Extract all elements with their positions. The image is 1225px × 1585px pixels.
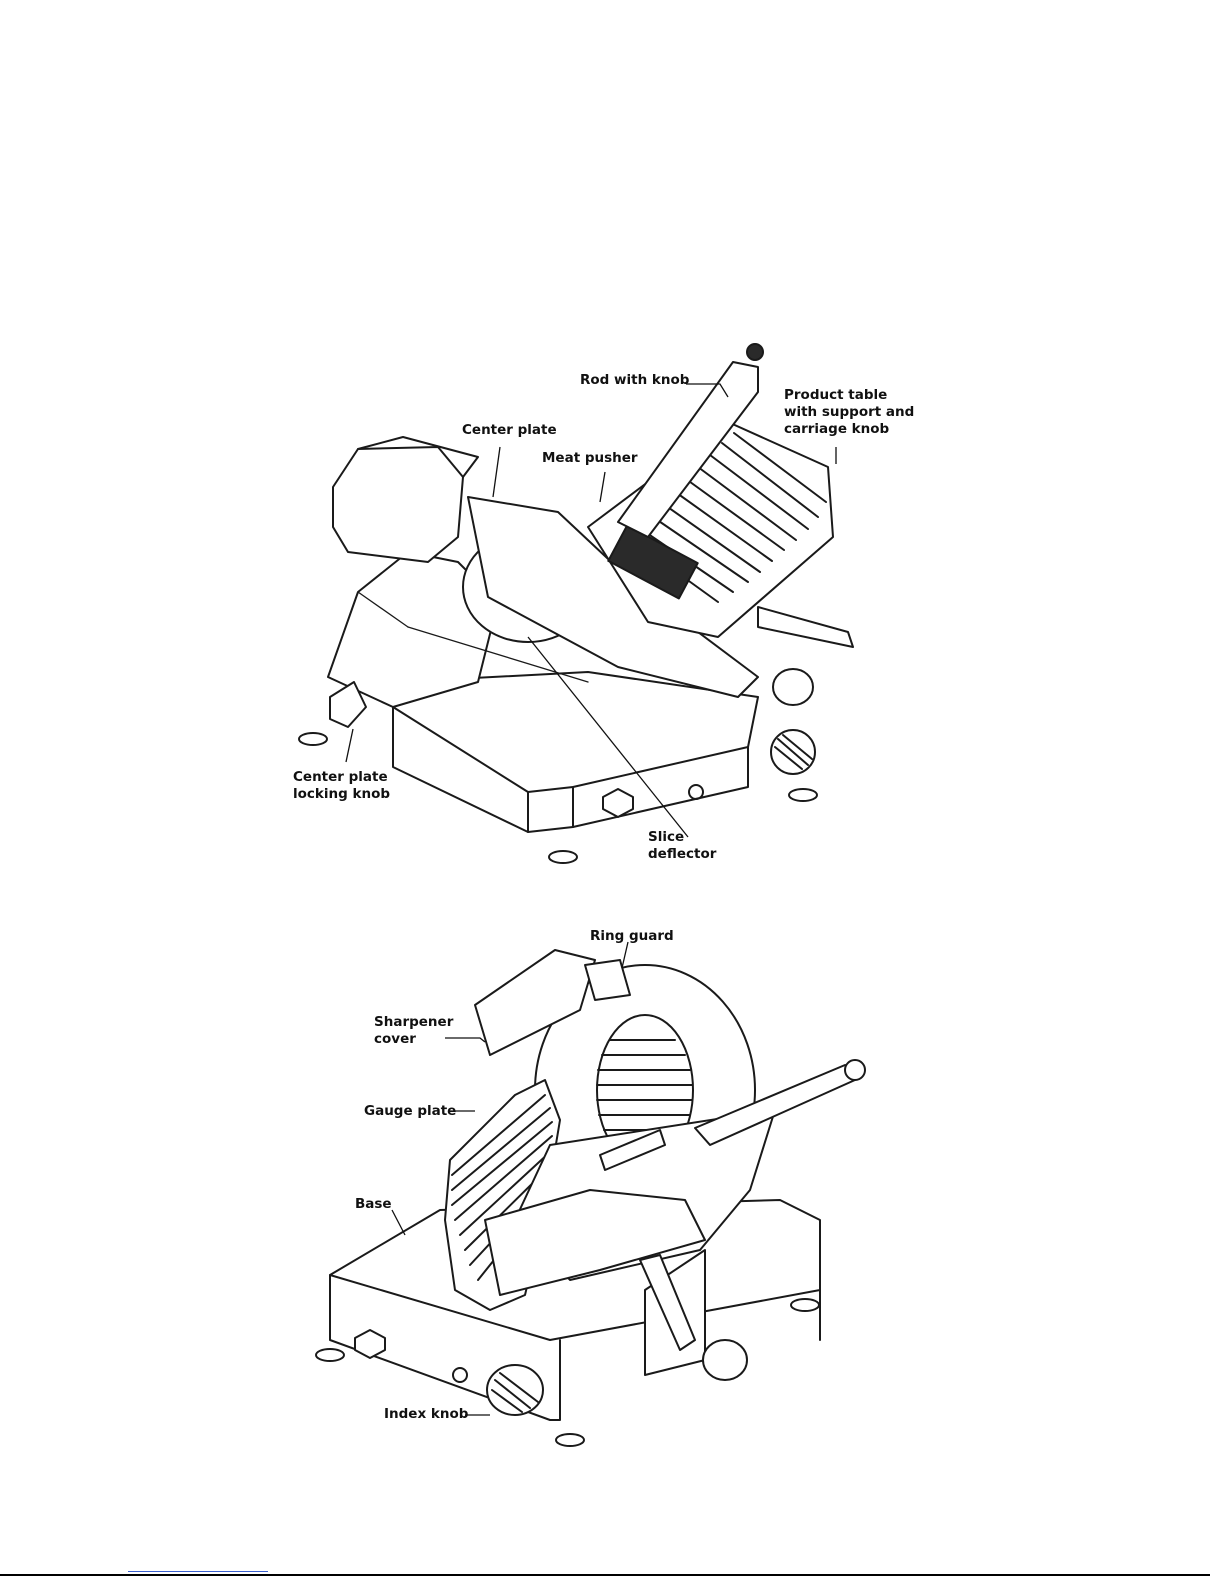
label-center-plate-locking-line1: Center plate <box>293 769 388 785</box>
label-product-table-line3: carriage knob <box>784 421 889 437</box>
label-slice-deflector-line2: deflector <box>648 846 716 862</box>
label-meat-pusher: Meat pusher <box>542 450 638 466</box>
rod-knob <box>845 1060 865 1080</box>
label-rod-with-knob: Rod with knob <box>580 372 689 388</box>
footer-rule <box>0 1574 1210 1576</box>
footnote-separator <box>128 1571 268 1572</box>
label-base: Base <box>355 1196 392 1212</box>
label-sharpener-cover-line2: cover <box>374 1031 416 1047</box>
slicer-front-view-diagram: Rod with knob Product table with support… <box>288 337 926 882</box>
index-knob-top <box>773 669 813 705</box>
slicer-rear-view-diagram: Ring guard Sharpener cover Gauge plate B… <box>300 920 904 1482</box>
label-center-plate: Center plate <box>462 422 557 438</box>
label-product-table-line1: Product table <box>784 387 887 403</box>
carriage-knob <box>703 1340 747 1380</box>
label-center-plate-locking-line2: locking knob <box>293 786 390 802</box>
label-ring-guard: Ring guard <box>590 928 674 944</box>
foot <box>299 733 327 745</box>
hex-bolt <box>603 789 633 817</box>
foot <box>549 851 577 863</box>
label-product-table-line2: with support and <box>784 404 914 420</box>
carriage-handle <box>758 607 853 647</box>
label-sharpener-cover-line1: Sharpener <box>374 1014 453 1030</box>
screw <box>453 1368 467 1382</box>
foot <box>556 1434 584 1446</box>
hex-bolt <box>355 1330 385 1358</box>
label-slice-deflector-line1: Slice <box>648 829 684 845</box>
foot <box>789 789 817 801</box>
sharpener-box <box>333 447 463 562</box>
rod-knob <box>747 344 763 360</box>
label-gauge-plate: Gauge plate <box>364 1103 456 1119</box>
screw <box>689 785 703 799</box>
foot <box>316 1349 344 1361</box>
label-index-knob: Index knob <box>384 1406 468 1422</box>
foot <box>791 1299 819 1311</box>
